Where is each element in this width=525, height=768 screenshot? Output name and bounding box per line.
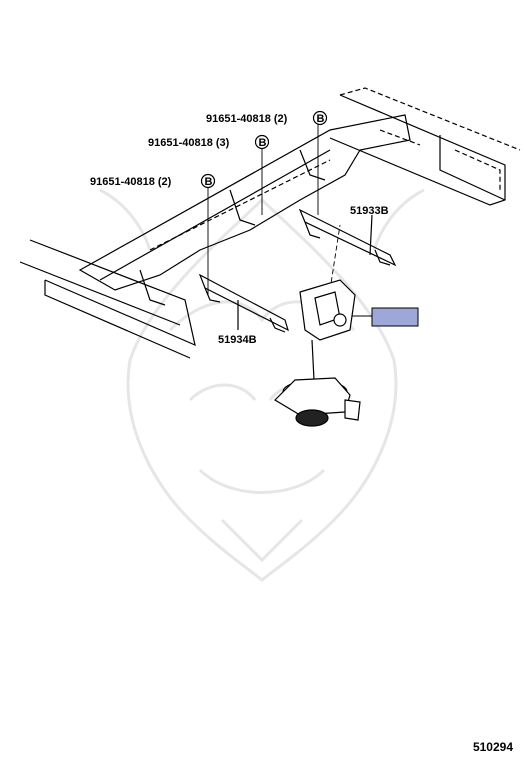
spare-tire-carrier [274,279,361,427]
callout-1-circle [312,110,328,126]
part-label-51934b: 51934B [218,334,257,346]
callout-3-ref: B [205,176,213,188]
callout-1: 91651-40818 (2) B [206,110,328,126]
diagram-number: 510294 [472,740,513,754]
callout-1-ref: B [317,113,325,125]
callout-2-circle [254,134,270,150]
callout-2-part: 91651-40818 (3) [148,137,230,149]
watermark-logo [99,188,425,582]
callout-2-ref: B [259,137,267,149]
bracket-51933b [298,208,397,267]
bracket-51934b [198,273,289,333]
leader-lines [207,124,372,317]
part-label-51933b: 51933B [350,205,389,217]
callout-3-part: 91651-40818 (2) [90,176,172,188]
frame-rails [19,87,521,359]
callout-1-part: 91651-40818 (2) [206,113,288,125]
callout-3-circle [200,173,216,189]
callout-3: 91651-40818 (2) B [90,173,216,189]
highlighted-part-box[interactable] [371,307,419,327]
callout-2: 91651-40818 (3) B [148,134,270,150]
